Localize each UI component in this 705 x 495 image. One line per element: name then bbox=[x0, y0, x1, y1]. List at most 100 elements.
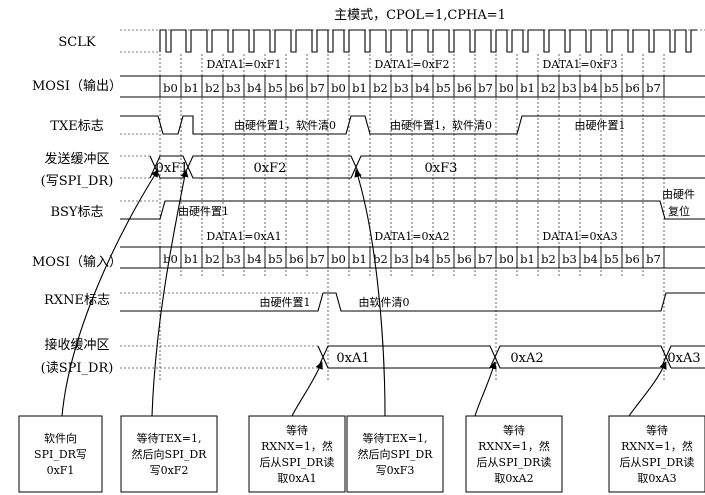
mosi-out-bit-9: b1 bbox=[352, 81, 367, 95]
label-rx-buffer-read: (读SPI_DR) bbox=[41, 361, 114, 376]
mosi-out-bit-3: b3 bbox=[226, 81, 241, 95]
note-1-line-1: 软件向 bbox=[44, 431, 77, 445]
note-6-line-4: 取0xA3 bbox=[637, 472, 676, 485]
mosi-in-bit-4: b4 bbox=[247, 252, 262, 266]
rxne-label-clear: 由软件清0 bbox=[359, 295, 410, 309]
mosi-in-bit-10: b2 bbox=[373, 252, 388, 266]
note-2-line-1: 等待TEX=1, bbox=[137, 431, 202, 445]
mosi-in-bit-8: b0 bbox=[331, 252, 346, 266]
mosi-in-bit-12: b4 bbox=[415, 252, 430, 266]
arrow-write-f2 bbox=[151, 169, 189, 417]
note-3-line-4: 取0xA1 bbox=[277, 472, 316, 485]
rx-buffer-value-3: 0xA3 bbox=[667, 351, 700, 366]
txe-label-3: 由硬件置1 bbox=[575, 118, 626, 132]
label-tx-buffer: 发送缓冲区 bbox=[44, 151, 109, 167]
note-box-3 bbox=[248, 415, 346, 493]
tx-buffer-value-1: 0xF1 bbox=[156, 161, 189, 176]
note-box-6 bbox=[608, 415, 705, 493]
label-txe: TXE标志 bbox=[50, 119, 103, 134]
note-3-line-2: RXNX=1，然 bbox=[261, 439, 333, 453]
note-4-line-2: 然后向SPI_DR bbox=[358, 447, 434, 461]
mosi-out-bit-5: b5 bbox=[268, 81, 283, 95]
mosi-in-bit-1: b1 bbox=[184, 252, 199, 266]
mosi-out-bit-21: b5 bbox=[604, 81, 619, 95]
note-5-line-2: RXNX=1，然 bbox=[478, 439, 550, 453]
mosi-in-bit-15: b7 bbox=[478, 252, 493, 266]
note-5-line-3: 后从SPI_DR读 bbox=[477, 455, 552, 469]
mosi-out-bit-6: b6 bbox=[289, 81, 304, 95]
mosi-out-bit-4: b4 bbox=[247, 81, 262, 95]
mosi-in-bit-2: b2 bbox=[205, 252, 220, 266]
mosi-out-bit-10: b2 bbox=[373, 81, 388, 95]
mosi-out-bit-1: b1 bbox=[184, 81, 199, 95]
mosi-out-bit-11: b3 bbox=[394, 81, 409, 95]
rx-frame-label-2: DATA1=0xA2 bbox=[374, 230, 449, 243]
tx-buffer-bus bbox=[149, 155, 705, 179]
note-2-line-2: 然后向SPI_DR bbox=[132, 447, 208, 461]
note-6-line-3: 后从SPI_DR读 bbox=[620, 455, 695, 469]
sclk-waveform bbox=[159, 29, 697, 53]
note-3-line-1: 等待 bbox=[286, 423, 308, 437]
note-box-4 bbox=[346, 415, 444, 493]
note-6-line-2: RXNX=1，然 bbox=[621, 439, 693, 453]
mosi-out-bit-22: b6 bbox=[625, 81, 640, 95]
mosi-out-bit-12: b4 bbox=[415, 81, 430, 95]
mosi-out-bit-7: b7 bbox=[310, 81, 325, 95]
bsy-label-reset-1: 由硬件 bbox=[662, 187, 695, 201]
arrow-read-a2 bbox=[474, 361, 497, 417]
mosi-out-bit-16: b0 bbox=[499, 81, 514, 95]
note-1-line-2: SPI_DR写 bbox=[34, 448, 87, 461]
arrow-read-a1 bbox=[291, 361, 323, 417]
note-5-line-1: 等待 bbox=[503, 423, 525, 437]
diagram-title: 主模式，CPOL=1,CPHA=1 bbox=[334, 8, 506, 23]
mosi-in-bit-11: b3 bbox=[394, 252, 409, 266]
mosi-out-bit-14: b6 bbox=[457, 81, 472, 95]
note-2-line-3: 写0xF2 bbox=[150, 464, 189, 477]
note-1-line-3: 0xF1 bbox=[47, 464, 75, 477]
mosi-in-bit-21: b5 bbox=[604, 252, 619, 266]
arrow-read-a3 bbox=[628, 361, 667, 417]
note-4-line-3: 写0xF3 bbox=[376, 464, 415, 477]
label-mosi-in: MOSI（输入） bbox=[32, 254, 122, 270]
tx-frame-label-1: DATA1=0xF1 bbox=[207, 58, 282, 71]
mosi-out-bit-23: b7 bbox=[646, 81, 661, 95]
tx-buffer-value-2: 0xF2 bbox=[254, 161, 287, 176]
mosi-out-bit-8: b0 bbox=[331, 81, 346, 95]
mosi-in-bit-5: b5 bbox=[268, 252, 283, 266]
mosi-in-bit-16: b0 bbox=[499, 252, 514, 266]
mosi-in-bit-14: b6 bbox=[457, 252, 472, 266]
tx-frame-label-3: DATA1=0xF3 bbox=[543, 58, 618, 71]
arrow-write-f3 bbox=[354, 169, 386, 417]
note-3-line-3: 后从SPI_DR读 bbox=[260, 455, 335, 469]
label-rx-buffer: 接收缓冲区 bbox=[44, 337, 109, 353]
label-sclk: SCLK bbox=[58, 35, 95, 50]
txe-waveform bbox=[120, 115, 705, 135]
rxne-waveform bbox=[120, 292, 705, 312]
timing-guides bbox=[159, 54, 665, 380]
mosi-in-bit-17: b1 bbox=[520, 252, 535, 266]
rx-buffer-value-1: 0xA1 bbox=[336, 351, 369, 366]
rx-buffer-value-2: 0xA2 bbox=[510, 351, 543, 366]
mosi-out-bit-2: b2 bbox=[205, 81, 220, 95]
rxne-label-set: 由硬件置1 bbox=[260, 295, 311, 309]
mosi-in-bit-18: b2 bbox=[541, 252, 556, 266]
note-4-line-1: 等待TEX=1, bbox=[363, 431, 428, 445]
tx-frame-label-2: DATA1=0xF2 bbox=[375, 58, 450, 71]
bsy-waveform bbox=[120, 200, 705, 220]
label-bsy: BSY标志 bbox=[50, 205, 103, 220]
label-rxne: RXNE标志 bbox=[44, 293, 110, 308]
note-box-1 bbox=[18, 415, 103, 493]
mosi-in-bit-9: b1 bbox=[352, 252, 367, 266]
mosi-in-bit-13: b5 bbox=[436, 252, 451, 266]
note-box-5 bbox=[465, 415, 563, 493]
mosi-out-bit-17: b1 bbox=[520, 81, 535, 95]
note-5-line-4: 取0xA2 bbox=[494, 472, 533, 485]
arrow-write-f1 bbox=[61, 169, 159, 417]
rx-buffer-bus bbox=[317, 345, 705, 369]
mosi-out-bit-20: b4 bbox=[583, 81, 598, 95]
mosi-in-bit-20: b4 bbox=[583, 252, 598, 266]
mosi-in-bit-22: b6 bbox=[625, 252, 640, 266]
txe-label-1: 由硬件置1，软件清0 bbox=[234, 118, 336, 132]
